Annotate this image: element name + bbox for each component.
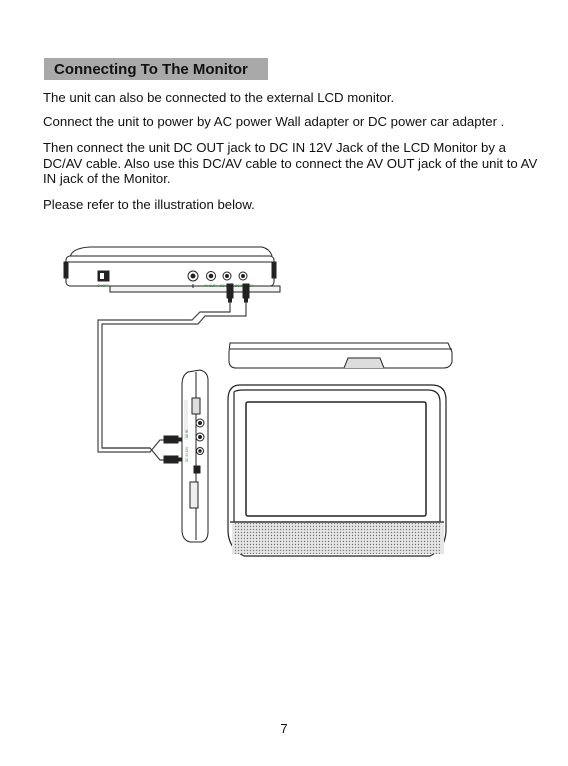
- section-heading: Connecting To The Monitor: [44, 58, 268, 80]
- monitor-label-dcin: DC IN 12V: [185, 446, 189, 462]
- paragraph-refer: Please refer to the illustration below.: [43, 197, 255, 212]
- player-label-onoff: ON/OFF: [97, 284, 109, 288]
- monitor-speaker-grille: [234, 523, 440, 554]
- paragraph-connect: Then connect the unit DC OUT jack to DC …: [43, 140, 538, 186]
- cable-plugs-monitor: [163, 435, 184, 464]
- dvd-player-drawing: [63, 246, 281, 293]
- monitor-label-avin: AV IN: [185, 429, 189, 438]
- monitor-side-drawing: [181, 369, 209, 543]
- page-number: 7: [280, 721, 288, 736]
- player-label-avout: AV OUT: [204, 284, 216, 288]
- dc-av-cable: [97, 296, 247, 461]
- monitor-top-drawing: [228, 342, 453, 369]
- paragraph-power: Connect the unit to power by AC power Wa…: [43, 114, 505, 129]
- player-label-dcout: DC OUT: [220, 284, 232, 288]
- paragraph-intro: The unit can also be connected to the ex…: [43, 90, 395, 105]
- cable-plugs-player: [226, 283, 250, 303]
